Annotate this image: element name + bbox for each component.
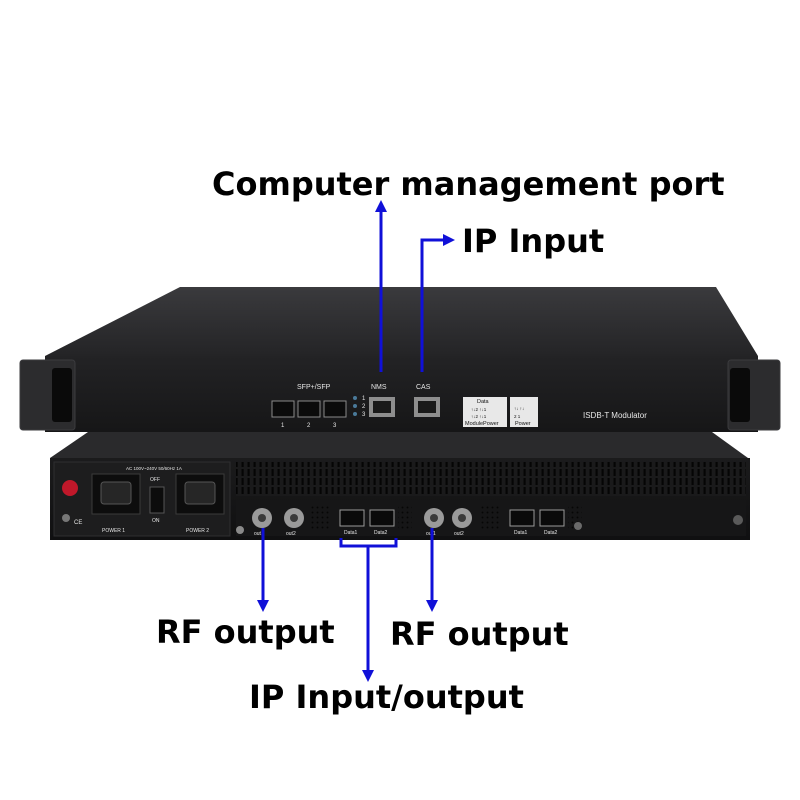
led-label: 3	[362, 412, 366, 418]
status-led	[353, 412, 357, 416]
data-box-row: ↑↓2 ↑↓1	[471, 414, 487, 419]
data-box-title: Data	[477, 399, 490, 405]
model-label: ISDB-T Modulator	[583, 411, 647, 420]
rf-connector-core	[258, 514, 266, 522]
rear-unit: CE AC 100V~240V 50/60Hz 1A POWER 1 OFF O…	[50, 432, 750, 540]
rf-port-label: out1	[254, 531, 264, 537]
status-led	[353, 404, 357, 408]
nms-label: NMS	[371, 384, 387, 391]
screw	[236, 526, 244, 534]
data-port-label: Data2	[544, 530, 558, 536]
rack-handle-left	[52, 368, 72, 422]
rf-connector-core	[290, 514, 298, 522]
rear-chassis-top	[50, 432, 748, 458]
dot-grid	[480, 506, 500, 530]
callout-rf-output-left: RF output	[156, 613, 335, 651]
sfp-port-number: 1	[281, 423, 285, 429]
data-box-row: ↑↓2 ↑↓1	[471, 407, 487, 412]
led-label: 1	[362, 396, 366, 402]
ac-inlet-2	[184, 481, 216, 505]
rf-port-label: out2	[286, 531, 296, 537]
ac-inlet-1	[100, 481, 132, 505]
data-sfp-port	[369, 509, 395, 527]
chassis-top	[45, 287, 758, 356]
ac-rating-label: AC 100V~240V 50/60Hz 1A	[126, 466, 182, 471]
power1-label: POWER 1	[102, 528, 125, 534]
rack-handle-right	[730, 368, 750, 422]
ce-mark: CE	[74, 520, 82, 526]
power-box-row: ↑↓ ↑↓	[514, 406, 524, 411]
data-sfp-port	[509, 509, 535, 527]
sfp-port-number: 3	[333, 423, 337, 429]
callout-management-port: Computer management port	[212, 165, 725, 203]
vent-grille	[236, 462, 746, 496]
sfp-port	[297, 400, 321, 418]
nms-port-socket	[373, 401, 391, 413]
module-power-label: ModulePower	[465, 421, 499, 427]
rf-port-label: out2	[454, 531, 464, 537]
dot-grid	[310, 506, 330, 530]
cas-port-socket	[418, 401, 436, 413]
arrowhead	[362, 670, 374, 682]
data-port-label: Data1	[344, 530, 358, 536]
ground-knob	[62, 480, 78, 496]
front-unit: SFP+/SFP 1 2 3 1 2 3 NMS CAS Data ↑↓2 ↑↓…	[19, 287, 781, 432]
data-indicator-box	[463, 397, 507, 427]
power-box-row: 2 1	[514, 414, 521, 419]
switch-off-label: OFF	[150, 477, 160, 483]
data-sfp-port	[539, 509, 565, 527]
sfp-label: SFP+/SFP	[297, 384, 331, 391]
screw	[733, 515, 743, 525]
led-label: 2	[362, 404, 366, 410]
screw	[574, 522, 582, 530]
sfp-port-number: 2	[307, 423, 311, 429]
arrowhead	[426, 600, 438, 612]
callout-rf-output-right: RF output	[390, 615, 569, 653]
arrowhead	[375, 200, 387, 212]
callout-ip-input: IP Input	[462, 222, 605, 260]
status-led	[353, 396, 357, 400]
power-switch	[149, 486, 165, 514]
cas-label: CAS	[416, 384, 431, 391]
power-indicator-box	[510, 397, 538, 427]
rf-connector-core	[430, 514, 438, 522]
chassis-front	[45, 356, 758, 432]
ground-terminal	[62, 514, 70, 522]
power2-label: POWER 2	[186, 528, 209, 534]
callout-arrows	[257, 200, 455, 682]
arrowhead	[443, 234, 455, 246]
dot-grid	[398, 506, 412, 530]
arrow-ip-input	[420, 238, 445, 372]
data-port-label: Data2	[374, 530, 388, 536]
data-sfp-port	[339, 509, 365, 527]
callout-ip-input-output: IP Input/output	[249, 678, 524, 716]
sfp-port	[323, 400, 347, 418]
arrowhead	[257, 600, 269, 612]
rf-connector-core	[458, 514, 466, 522]
sfp-port	[271, 400, 295, 418]
power-label: Power	[515, 421, 531, 427]
switch-on-label: ON	[152, 518, 160, 524]
data-port-label: Data1	[514, 530, 528, 536]
